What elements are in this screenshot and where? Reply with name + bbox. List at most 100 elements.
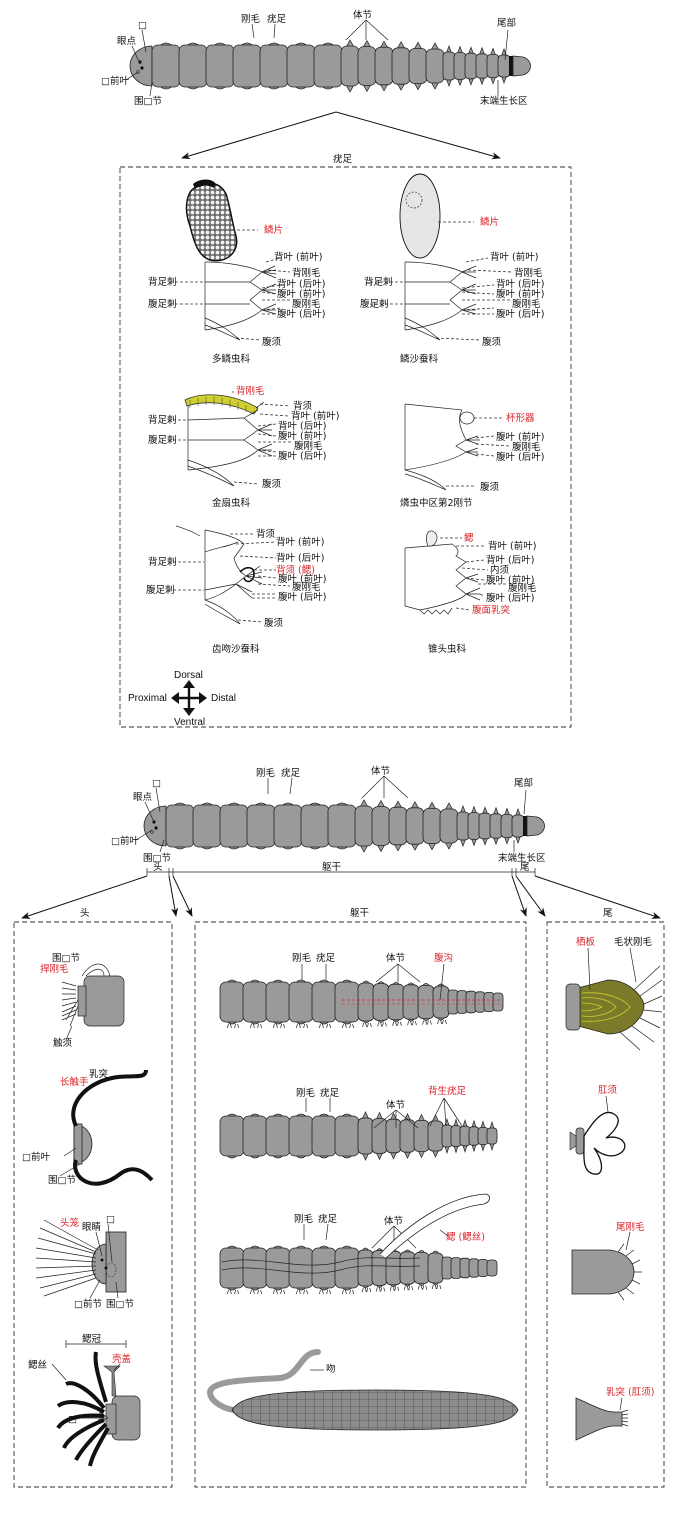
svg-text:背叶 (后叶): 背叶 (后叶)	[276, 552, 324, 564]
svg-text:□: □	[68, 1414, 77, 1425]
head-type-3: 头笼 眼睛 □ □前节 围□节	[35, 1214, 134, 1310]
svg-text:Proximal: Proximal	[128, 693, 167, 704]
parapodia-box-title: 疣足	[333, 153, 353, 165]
family-name: 金扇虫科	[212, 497, 251, 509]
svg-text:腹须: 腹须	[264, 617, 284, 629]
svg-text:腹刚毛: 腹刚毛	[292, 298, 321, 310]
svg-text:乳突: 乳突	[89, 1068, 109, 1080]
tail-type-1: 栖板 毛状刚毛	[565, 936, 663, 1051]
orientation-compass: Dorsal Ventral Proximal Distal	[128, 670, 236, 728]
svg-text:背足刺: 背足刺	[364, 276, 393, 288]
svg-text:长触手: 长触手	[60, 1076, 89, 1088]
label-parapodium: 疣足	[267, 13, 287, 25]
family-name: 锥头虫科	[428, 643, 467, 655]
svg-text:鳞片: 鳞片	[264, 224, 283, 236]
svg-text:背须: 背须	[256, 528, 276, 540]
svg-text:背叶 (后叶): 背叶 (后叶)	[278, 420, 326, 432]
head-box	[13, 921, 173, 1488]
svg-text:刚毛: 刚毛	[256, 767, 276, 779]
top-worm	[129, 39, 531, 93]
panel-chrysopetalidae: 背刚毛 背须 背叶 (前叶) 背叶 (后叶) 腹叶 (前叶) 腹刚毛 腹叶 (后…	[148, 385, 339, 509]
trunk-labels: 刚毛 疣足 体节 腹沟 刚毛 疣足 体节 背生疣足 刚毛 疣足 体节 鳃 (鳃丝…	[292, 952, 500, 1375]
svg-text:壳盖: 壳盖	[112, 1353, 132, 1365]
svg-text:腹须: 腹须	[482, 336, 502, 348]
svg-text:围□节: 围□节	[106, 1299, 134, 1310]
label-eye: 眼点	[117, 36, 137, 47]
svg-text:刚毛: 刚毛	[292, 952, 312, 964]
svg-text:□: □	[152, 778, 161, 789]
svg-text:疣足: 疣足	[281, 767, 301, 779]
svg-text:背叶 (前叶): 背叶 (前叶)	[276, 536, 324, 548]
svg-text:Ventral: Ventral	[174, 717, 205, 728]
svg-text:尾部: 尾部	[514, 777, 533, 789]
svg-text:体节: 体节	[386, 1099, 405, 1111]
family-name: 多鳞虫科	[212, 353, 251, 365]
svg-text:肛须: 肛须	[598, 1085, 618, 1096]
svg-text:眼点: 眼点	[133, 792, 153, 803]
svg-text:刚毛: 刚毛	[294, 1213, 314, 1225]
svg-text:背叶 (后叶): 背叶 (后叶)	[496, 278, 544, 290]
panel-nephtyidae: 背须 背叶 (前叶) 背叶 (后叶) 背须 (鳃) 腹叶 (前叶) 腹刚毛 腹叶…	[146, 525, 326, 655]
svg-text:□前叶: □前叶	[22, 1151, 50, 1163]
svg-text:疣足: 疣足	[316, 952, 336, 964]
proboscis-worm	[206, 1349, 519, 1431]
svg-text:鳃: 鳃	[464, 532, 474, 544]
label-pygidium: 尾部	[497, 17, 516, 29]
svg-text:头笼: 头笼	[60, 1217, 80, 1229]
panel-aphroditidae: 鳞片 背叶 (前叶) 背刚毛 背叶 (后叶) 腹叶 (前叶) 腹刚毛 腹叶 (后…	[360, 173, 544, 365]
svg-text:腹叶 (后叶): 腹叶 (后叶)	[496, 308, 544, 320]
svg-text:触须: 触须	[53, 1037, 73, 1049]
svg-text:腹叶 (后叶): 腹叶 (后叶)	[496, 451, 544, 463]
svg-text:背叶 (前叶): 背叶 (前叶)	[291, 410, 339, 422]
svg-text:头: 头	[80, 907, 90, 919]
panel-chaetopteridae: 杯形器 腹叶 (前叶) 腹刚毛 腹叶 (后叶) 腹须 燐虫中区第2刚节	[400, 403, 544, 509]
svg-text:体节: 体节	[386, 952, 405, 964]
svg-text:眼睛: 眼睛	[82, 1222, 102, 1233]
svg-text:腹叶 (前叶): 腹叶 (前叶)	[278, 430, 326, 442]
svg-text:背刚毛: 背刚毛	[514, 267, 543, 279]
svg-text:腹须: 腹须	[480, 481, 500, 493]
head-type-2: 长触手 乳突 □前叶 围□节	[22, 1068, 154, 1186]
svg-text:腹叶 (前叶): 腹叶 (前叶)	[277, 288, 325, 300]
svg-text:腹叶 (前叶): 腹叶 (前叶)	[496, 288, 544, 300]
tail-type-4: 乳突 (肛须)	[575, 1386, 654, 1441]
svg-text:腹叶 (前叶): 腹叶 (前叶)	[496, 431, 544, 443]
label-peristomium: 围□节	[134, 96, 162, 107]
panel-orbiniidae: 鳃 背叶 (前叶) 背叶 (后叶) 内须 腹叶 (前叶) 腹刚毛 腹叶 (后叶)…	[404, 530, 537, 655]
svg-text:吻: 吻	[326, 1363, 336, 1375]
svg-text:腹须: 腹须	[262, 478, 282, 490]
parapodia-box	[119, 166, 572, 728]
svg-text:□前叶: □前叶	[111, 835, 139, 847]
tail-box	[546, 921, 665, 1488]
svg-text:头: 头	[153, 861, 163, 873]
head-type-4: 鳃冠 壳盖 鳃丝 □	[28, 1333, 141, 1467]
svg-text:毛状刚毛: 毛状刚毛	[614, 936, 653, 948]
svg-text:腹刚毛: 腹刚毛	[512, 298, 541, 310]
label-prostomium: □前叶	[101, 75, 129, 87]
svg-text:背叶 (后叶): 背叶 (后叶)	[277, 278, 325, 290]
svg-text:疣足: 疣足	[318, 1213, 338, 1225]
svg-text:背叶 (前叶): 背叶 (前叶)	[488, 540, 536, 552]
svg-text:鳃 (鳃丝): 鳃 (鳃丝)	[446, 1231, 485, 1243]
svg-text:腹叶 (后叶): 腹叶 (后叶)	[278, 450, 326, 462]
svg-text:末端生长区: 末端生长区	[498, 852, 546, 864]
svg-text:内须: 内须	[490, 564, 510, 576]
svg-text:鳃冠: 鳃冠	[82, 1333, 102, 1345]
head-type-1: 围□节 捍刚毛 触须	[40, 953, 125, 1049]
svg-text:腹足刺: 腹足刺	[360, 298, 389, 310]
svg-text:乳突 (肛须): 乳突 (肛须)	[606, 1386, 654, 1398]
svg-text:腹叶 (后叶): 腹叶 (后叶)	[486, 592, 534, 604]
svg-text:尾刚毛: 尾刚毛	[616, 1221, 645, 1233]
svg-text:腹沟: 腹沟	[434, 952, 453, 964]
svg-text:捍刚毛: 捍刚毛	[40, 963, 69, 975]
svg-text:围□节: 围□节	[48, 1175, 76, 1186]
tail-type-2: 肛须	[569, 1085, 626, 1175]
svg-text:体节: 体节	[371, 765, 390, 777]
svg-text:腹叶 (前叶): 腹叶 (前叶)	[278, 573, 326, 585]
family-name: 齿吻沙蚕科	[212, 643, 260, 655]
svg-text:围□节: 围□节	[52, 953, 80, 964]
svg-text:背生疣足: 背生疣足	[428, 1085, 467, 1097]
svg-text:腹叶 (后叶): 腹叶 (后叶)	[277, 308, 325, 320]
svg-text:尾: 尾	[520, 862, 530, 873]
panel-polynoidae: 鳞片 背叶 (前叶) 背刚毛 背叶 (后叶) 腹叶 (前叶) 腹刚毛 腹叶 (后…	[148, 179, 325, 365]
